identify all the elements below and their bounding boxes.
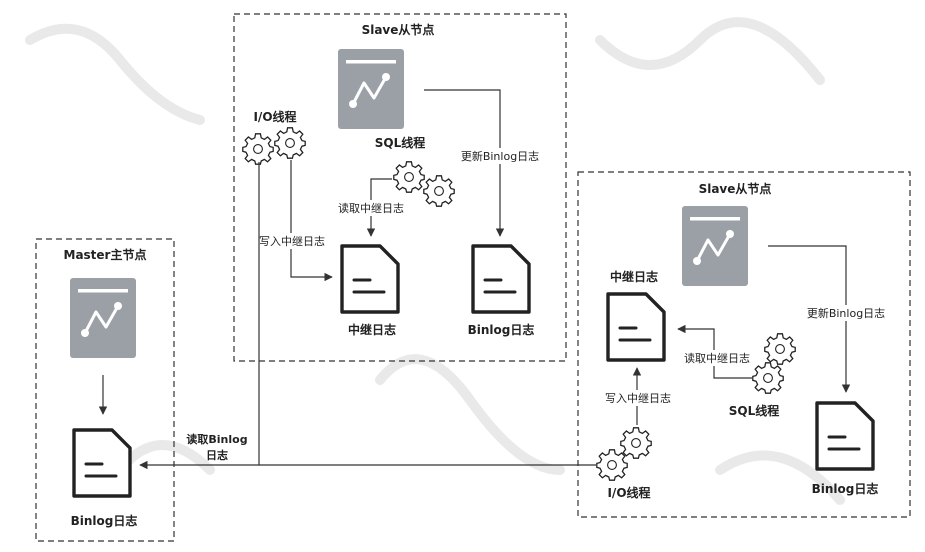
document-icon — [471, 244, 531, 314]
edge-top-io-to-master-binlog — [139, 162, 260, 470]
slave-top-relay-log-label: 中继日志 — [348, 322, 396, 337]
gear-icon — [242, 133, 274, 165]
master-binlog-label: Binlog日志 — [71, 513, 138, 528]
edge-read-binlog: 读取Binlog 日志 — [139, 162, 596, 470]
gear-icon — [752, 362, 784, 394]
slave-node-right: Slave从节点 更新Binlog日志 中继日志 读取中继日志 SQL线程 — [577, 171, 911, 518]
slave-right-edge-write-relay: 写入中继日志 — [605, 392, 671, 405]
database-icon — [682, 206, 748, 286]
slave-right-edge-read-relay: 读取中继日志 — [684, 351, 750, 365]
edge-update-binlog-right — [768, 245, 851, 393]
slave-right-title: Slave从节点 — [699, 181, 772, 196]
slave-top-edge-write-relay: 写入中继日志 — [259, 235, 325, 248]
slave-node-top: Slave从节点 SQL线程 I/O线程 更新Binlog日志 读取中继日志 写… — [233, 13, 567, 362]
slave-right-binlog-label: Binlog日志 — [812, 481, 879, 496]
gear-icon — [620, 427, 652, 459]
slave-top-binlog-label: Binlog日志 — [468, 322, 535, 337]
slave-right-sql-thread-label: SQL线程 — [729, 403, 780, 418]
gear-icon — [764, 333, 796, 365]
edge-read-relay-top — [366, 178, 392, 237]
slave-top-box — [233, 13, 567, 362]
gear-icon — [393, 161, 425, 193]
slave-right-relay-log-label: 中继日志 — [610, 269, 658, 284]
slave-top-sql-thread-label: SQL线程 — [375, 135, 426, 150]
slave-right-box — [577, 171, 911, 518]
edge-write-relay-top — [290, 160, 333, 282]
database-icon — [70, 278, 136, 358]
slave-right-edge-update-binlog: 更新Binlog日志 — [807, 306, 885, 320]
edge-read-binlog-label-line1: 读取Binlog — [186, 432, 247, 446]
document-icon — [815, 401, 875, 471]
gear-icon — [274, 127, 306, 159]
gear-icon — [423, 175, 455, 207]
document-icon — [340, 244, 400, 314]
master-node: Master主节点 Binlog日志 — [35, 238, 175, 542]
slave-top-io-thread-label: I/O线程 — [253, 109, 296, 124]
document-icon — [72, 428, 132, 498]
database-icon — [338, 49, 404, 129]
slave-top-title: Slave从节点 — [362, 22, 435, 37]
gear-icon — [596, 449, 628, 481]
edge-update-binlog-top — [424, 89, 505, 237]
master-node-title: Master主节点 — [64, 247, 147, 262]
slave-top-edge-update-binlog: 更新Binlog日志 — [461, 149, 539, 163]
edge-read-binlog-label-line2: 日志 — [206, 448, 228, 462]
slave-top-edge-read-relay: 读取中继日志 — [338, 201, 404, 215]
document-icon — [606, 292, 666, 362]
slave-right-io-thread-label: I/O线程 — [607, 485, 650, 500]
